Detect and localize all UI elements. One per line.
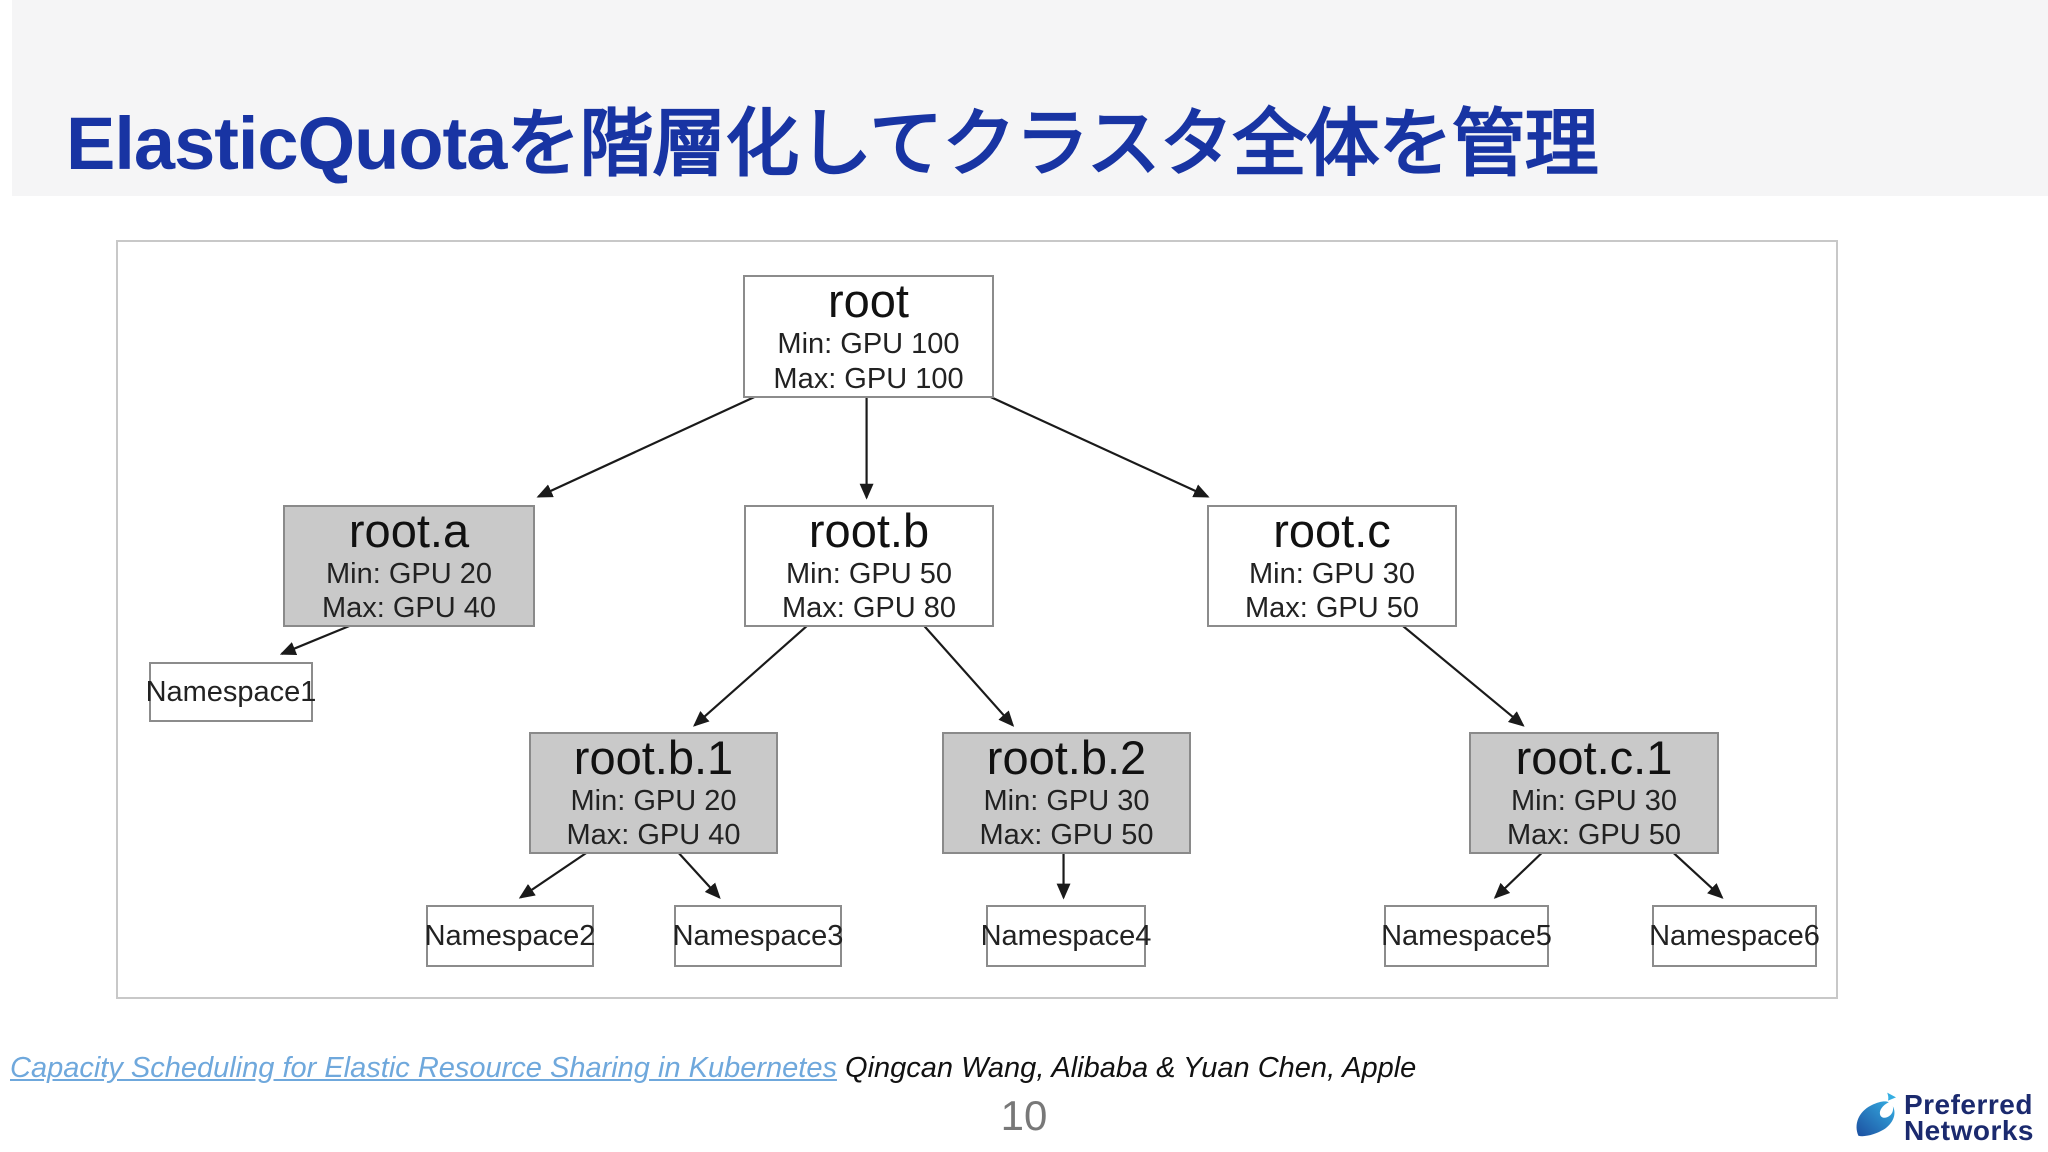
node-label: root.a (348, 503, 470, 557)
node-min: Min: GPU 50 (786, 557, 952, 590)
node-min: Min: GPU 20 (570, 784, 737, 817)
node-min: Min: GPU 30 (983, 784, 1150, 817)
quota-node-root-b: root.b Min: GPU 50 Max: GPU 80 (744, 505, 994, 627)
node-min: Min: GPU 20 (326, 557, 492, 590)
page-number: 10 (1000, 1092, 1048, 1139)
quota-node-root-c-1: root.c.1 Min: GPU 30 Max: GPU 50 (1469, 732, 1719, 854)
slide-title: ElasticQuotaを階層化してクラスタ全体を管理 (66, 101, 1599, 185)
namespace-box-2: Namespace2 (425, 905, 595, 967)
node-max: Max: GPU 80 (781, 592, 957, 625)
node-max: Max: GPU 50 (1506, 819, 1682, 852)
quota-node-root: root Min: GPU 100 Max: GPU 100 (743, 275, 994, 398)
node-label: root.b.1 (573, 730, 734, 784)
citation: Capacity Scheduling for Elastic Resource… (10, 1052, 1810, 1085)
node-max: Max: GPU 40 (321, 592, 497, 625)
node-min: Min: GPU 30 (1249, 557, 1415, 590)
node-label: root.b (808, 503, 930, 557)
quota-node-root-b-2: root.b.2 Min: GPU 30 Max: GPU 50 (942, 732, 1191, 854)
node-label: root.c (1273, 503, 1391, 557)
node-max: Max: GPU 50 (979, 819, 1154, 852)
node-max: Max: GPU 50 (1244, 592, 1420, 625)
header-band (12, 0, 2048, 196)
namespace-box-1: Namespace1 (146, 662, 316, 722)
node-max: Max: GPU 40 (566, 819, 741, 852)
node-label: root.c.1 (1515, 730, 1673, 784)
namespace-box-5: Namespace5 (1381, 905, 1552, 967)
node-label: root (828, 274, 909, 328)
node-label: root.b.2 (986, 730, 1147, 784)
pfn-logo: Preferred Networks (1852, 1089, 2034, 1146)
pfn-logo-text: Preferred Networks (1903, 1088, 2034, 1146)
quota-node-root-a: root.a Min: GPU 20 Max: GPU 40 (283, 505, 535, 627)
pfn-logo-line2: Networks (1903, 1114, 2034, 1146)
node-min: Min: GPU 30 (1511, 784, 1677, 817)
citation-link[interactable]: Capacity Scheduling for Elastic Resource… (10, 1052, 837, 1084)
namespace-box-6: Namespace6 (1649, 905, 1820, 967)
quota-node-root-c: root.c Min: GPU 30 Max: GPU 50 (1207, 505, 1457, 627)
namespace-box-4: Namespace4 (981, 905, 1151, 967)
citation-authors: Qingcan Wang, Alibaba & Yuan Chen, Apple (836, 1052, 1417, 1084)
pfn-logo-line1: Preferred (1903, 1088, 2033, 1120)
namespace-box-3: Namespace3 (673, 905, 843, 967)
pfn-logo-mark-icon (1852, 1089, 1900, 1146)
quota-tree-diagram: root Min: GPU 100 Max: GPU 100 root.a Mi… (116, 240, 1838, 999)
quota-node-root-b-1: root.b.1 Min: GPU 20 Max: GPU 40 (529, 732, 778, 854)
node-min: Min: GPU 100 (777, 328, 960, 361)
node-max: Max: GPU 100 (773, 362, 964, 395)
